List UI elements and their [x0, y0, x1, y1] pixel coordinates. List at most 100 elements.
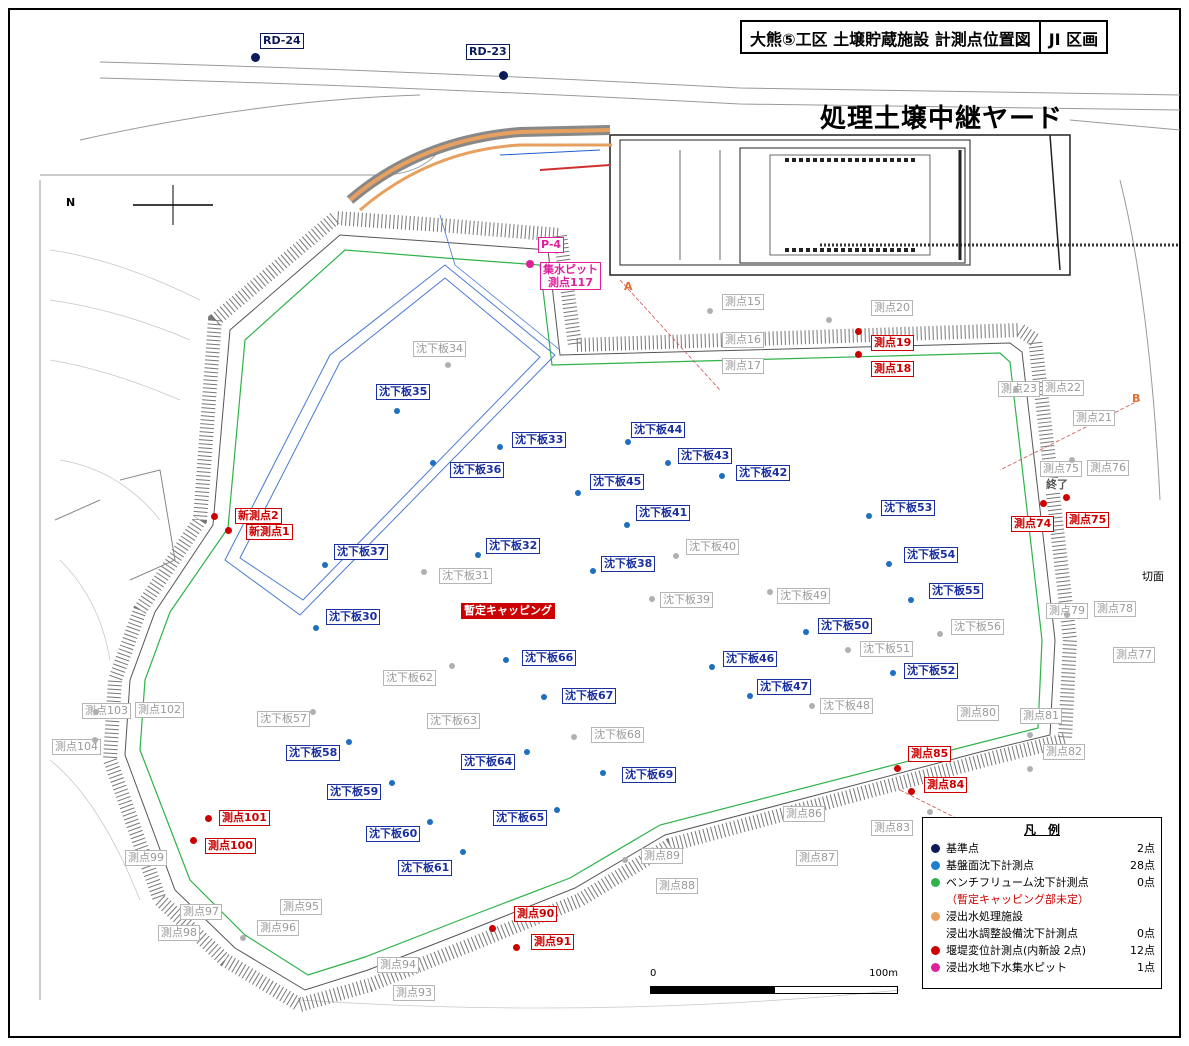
legend-text: 浸出水調整設備沈下計測点 — [946, 927, 1078, 940]
settlement-plate-inactive-marker — [449, 663, 455, 669]
settlement-plate-marker — [575, 490, 581, 496]
legend-count: 12点 — [1130, 944, 1155, 957]
settlement-plate-label: 沈下板47 — [757, 679, 812, 695]
settlement-plate-label: 沈下板43 — [678, 448, 733, 464]
settlement-plate-label: 沈下板64 — [461, 754, 516, 770]
settlement-plate-inactive-marker — [767, 589, 773, 595]
capping-label: 暫定キャッピング — [461, 603, 555, 619]
settlement-plate-inactive-marker — [571, 734, 577, 740]
survey-point-marker — [1027, 732, 1033, 738]
legend-text: 浸出水地下水集水ピット — [946, 961, 1067, 974]
survey-point-marker — [1069, 457, 1075, 463]
survey-point-marker — [927, 809, 933, 815]
settlement-plate-label: 沈下板59 — [327, 784, 382, 800]
left-drainage — [54, 469, 176, 581]
displacement-point-marker — [854, 350, 862, 358]
legend-text: 浸出水処理施設 — [946, 910, 1023, 923]
pit-marker — [526, 260, 534, 268]
settlement-plate-inactive-label: 沈下板40 — [686, 539, 739, 555]
settlement-plate-marker — [430, 460, 436, 466]
settlement-plate-marker — [600, 770, 606, 776]
section-a-label: A — [624, 280, 633, 293]
settlement-plate-inactive-marker — [310, 709, 316, 715]
displacement-point-marker — [512, 943, 520, 951]
north-label: N — [66, 196, 76, 209]
settlement-plate-marker — [389, 780, 395, 786]
displacement-point-marker — [224, 526, 232, 534]
settlement-plate-marker — [625, 439, 631, 445]
settlement-plate-marker — [475, 552, 481, 558]
legend-swatch — [931, 911, 940, 921]
displacement-point-label: 測点84 — [924, 777, 968, 793]
survey-point-marker — [707, 308, 713, 314]
survey-point-label: 測点21 — [1073, 410, 1115, 426]
settlement-plate-inactive-label: 沈下板31 — [439, 568, 492, 584]
settlement-plate-marker — [866, 513, 872, 519]
survey-point-label: 測点23 — [998, 381, 1040, 397]
settlement-plate-marker — [313, 625, 319, 631]
scale-start: 0 — [650, 968, 657, 979]
settlement-plate-inactive-label: 沈下板62 — [383, 670, 436, 686]
survey-point-label: 測点77 — [1113, 647, 1155, 663]
settlement-plate-label: 沈下板61 — [398, 860, 453, 876]
legend-text: （暫定キャッピング部未定） — [946, 893, 1089, 906]
settlement-plate-label: 沈下板37 — [334, 544, 389, 560]
displacement-point-label: 測点101 — [219, 810, 270, 826]
survey-point-marker — [240, 935, 246, 941]
map-title: 大熊⑤工区 土壌貯蔵施設 計測点位置図 JI 区画 — [740, 20, 1109, 54]
legend-count: 1点 — [1137, 961, 1155, 974]
legend-swatch — [931, 843, 940, 853]
legend-text: 基準点 — [946, 842, 979, 855]
settlement-plate-inactive-label: 沈下板34 — [413, 341, 466, 357]
settlement-plate-marker — [427, 819, 433, 825]
settlement-plate-label: 沈下板44 — [631, 422, 686, 438]
settlement-plate-marker — [747, 693, 753, 699]
survey-point-label: 測点16 — [722, 332, 764, 348]
survey-point-label: 測点15 — [722, 294, 764, 310]
section-b-label: B — [1132, 392, 1141, 405]
survey-point-label: 測点75 — [1040, 461, 1082, 477]
settlement-plate-label: 沈下板54 — [904, 547, 959, 563]
legend-header: 凡 例 — [1023, 823, 1060, 837]
legend-count: 28点 — [1130, 859, 1155, 872]
survey-point-label: 測点88 — [656, 878, 698, 894]
displacement-point-marker — [189, 836, 197, 844]
displacement-point-label: 新測点1 — [246, 524, 293, 540]
settlement-plate-marker — [554, 807, 560, 813]
settlement-plate-marker — [709, 664, 715, 670]
settlement-plate-marker — [394, 408, 400, 414]
displacement-point-label: 測点91 — [531, 934, 575, 950]
legend-swatch — [931, 895, 940, 904]
pit-label: 集水ピット測点117 — [540, 262, 601, 290]
survey-point-label: 測点81 — [1020, 708, 1062, 724]
legend-swatch — [931, 877, 940, 887]
settlement-plate-inactive-marker — [649, 596, 655, 602]
settlement-plate-marker — [624, 522, 630, 528]
survey-point-label: 測点104 — [52, 739, 101, 755]
settlement-plate-inactive-marker — [845, 647, 851, 653]
settlement-plate-inactive-label: 沈下板49 — [777, 588, 830, 604]
legend-swatch — [931, 962, 940, 972]
settlement-plate-marker — [460, 849, 466, 855]
settlement-plate-marker — [524, 749, 530, 755]
settlement-plate-label: 沈下板42 — [736, 465, 791, 481]
settlement-plate-inactive-label: 沈下板57 — [257, 711, 310, 727]
settlement-plate-label: 沈下板69 — [622, 767, 677, 783]
settlement-plate-label: 沈下板53 — [881, 500, 936, 516]
legend-text: ベンチフリューム沈下計測点 — [946, 876, 1089, 889]
settlement-plate-inactive-label: 沈下板48 — [820, 698, 873, 714]
settlement-plate-label: 沈下板65 — [493, 810, 548, 826]
settlement-plate-marker — [346, 739, 352, 745]
survey-point-label: 測点102 — [135, 702, 184, 718]
survey-point-label: 測点89 — [641, 848, 683, 864]
settlement-plate-label: 沈下板50 — [818, 618, 873, 634]
survey-point-label: 測点80 — [957, 705, 999, 721]
settlement-plate-marker — [590, 568, 596, 574]
displacement-point-label: 測点75 — [1066, 512, 1110, 528]
displacement-point-label: 測点90 — [514, 906, 558, 922]
survey-point-label: 測点103 — [82, 703, 131, 719]
settlement-plate-marker — [803, 629, 809, 635]
settlement-plate-marker — [719, 473, 725, 479]
displacement-point-marker — [1062, 493, 1070, 501]
